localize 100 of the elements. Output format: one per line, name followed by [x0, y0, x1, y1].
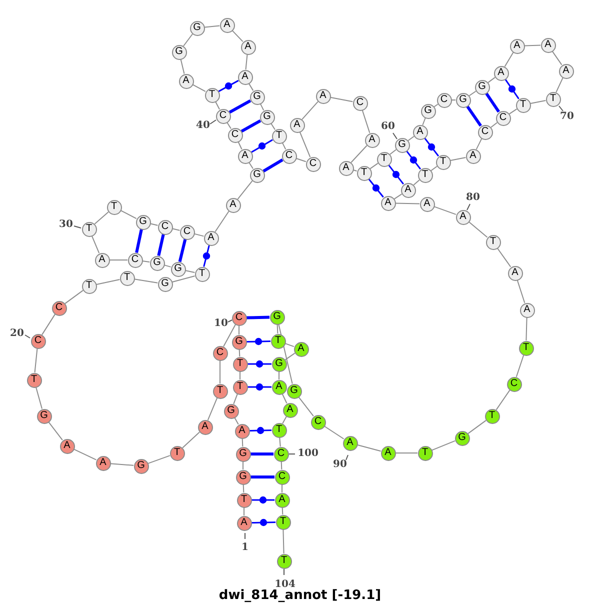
position-number: 90 [333, 460, 347, 470]
backbone-line [36, 386, 42, 410]
backbone-line [362, 110, 370, 134]
backbone-line [238, 325, 240, 335]
backbone-line [282, 393, 288, 404]
base-pair-line [246, 316, 270, 320]
base-pair-line [248, 386, 272, 388]
backbone-line [280, 461, 282, 470]
backbone-line [282, 507, 284, 515]
position-number: 60 [381, 122, 395, 132]
backbone-line [284, 342, 294, 348]
backbone-line [356, 444, 382, 452]
backbone-line [214, 210, 230, 232]
base-pair-line [466, 105, 482, 127]
backbone-line [430, 166, 438, 172]
base-pair-line [406, 150, 422, 170]
backbone-line [395, 452, 418, 454]
backbone-line [516, 354, 524, 378]
backbone-line [468, 420, 486, 434]
base-pair-line [240, 119, 262, 133]
backbone-line [552, 50, 562, 66]
base-pair-line [250, 452, 274, 456]
backbone-line [94, 211, 109, 225]
backbone-line [278, 371, 280, 380]
backbone-line [530, 100, 546, 104]
diagram-title: dwi_814_annot [-19.1] [218, 589, 382, 602]
base-pair-line [157, 234, 165, 256]
base-pair-line [368, 178, 384, 198]
position-number: 80 [466, 193, 480, 203]
base-pair-line [248, 363, 272, 365]
backbone-line [204, 25, 220, 28]
base-pair-line [218, 80, 239, 92]
backbone-line [504, 52, 514, 68]
backbone-line [350, 145, 368, 163]
backbone-line [242, 461, 244, 470]
backbone-line [431, 440, 456, 451]
base-pair-line [424, 138, 440, 156]
backbone-line [223, 324, 236, 347]
backbone-line [370, 162, 378, 170]
backbone-line [134, 278, 158, 284]
backbone-line [172, 275, 196, 283]
backbone-line [282, 529, 284, 554]
backbone-line [330, 96, 354, 102]
backbone-line [450, 156, 466, 162]
backbone-line [245, 54, 248, 70]
backbone-line [64, 290, 84, 304]
position-number: 70 [560, 112, 574, 122]
base-pair-line [388, 164, 404, 185]
backbone-line [299, 131, 311, 158]
backbone-line [468, 90, 476, 96]
backbone-line [42, 314, 56, 336]
backbone-line [284, 352, 296, 360]
backbone-line [488, 76, 496, 84]
backbone-line [496, 390, 510, 410]
base-pair-line [262, 158, 284, 172]
backbone-line [242, 484, 244, 493]
backbone-line [394, 194, 402, 200]
backbone-line [476, 138, 482, 150]
backbone-line [192, 84, 206, 92]
base-pair-line [246, 340, 271, 343]
backbone-line [232, 30, 244, 42]
base-pair-line [251, 139, 273, 153]
backbone-line [389, 149, 397, 155]
backbone-line [556, 77, 564, 93]
backbone-line [408, 136, 414, 142]
base-pair-line [249, 429, 272, 432]
base-pair-line [252, 499, 274, 501]
backbone-line [233, 394, 238, 404]
base-pair-line [203, 245, 210, 267]
position-number: 1 [242, 543, 248, 553]
backbone-line [524, 44, 541, 46]
backbone-line [96, 279, 120, 285]
backbone-line [238, 349, 240, 357]
base-pair-line [504, 78, 520, 100]
backbone-line [34, 348, 38, 374]
backbone-line [237, 180, 253, 200]
backbone-line [422, 118, 426, 126]
backbone-line [468, 221, 488, 238]
backbone-line [496, 248, 512, 268]
position-number: 10 [214, 319, 228, 329]
position-number: 100 [298, 449, 318, 459]
backbone-line [282, 416, 287, 424]
base-pair-line [250, 476, 274, 478]
base-pair-line [251, 521, 276, 524]
backbone-line [110, 463, 134, 466]
position-number: 30 [59, 220, 73, 230]
backbone-line [516, 280, 526, 304]
backbone-line [207, 397, 218, 421]
backbone-line [302, 101, 318, 120]
backbone-line [279, 436, 281, 448]
base-pair-line [135, 229, 143, 253]
backbone-line [434, 206, 456, 215]
backbone-line [413, 179, 420, 186]
backbone-line [180, 58, 185, 74]
backbone-line [324, 426, 344, 440]
backbone-line [194, 233, 204, 237]
backbone-line [242, 438, 244, 447]
backbone-line [526, 317, 528, 341]
backbone-line [183, 34, 193, 46]
backbone-line [182, 432, 200, 448]
